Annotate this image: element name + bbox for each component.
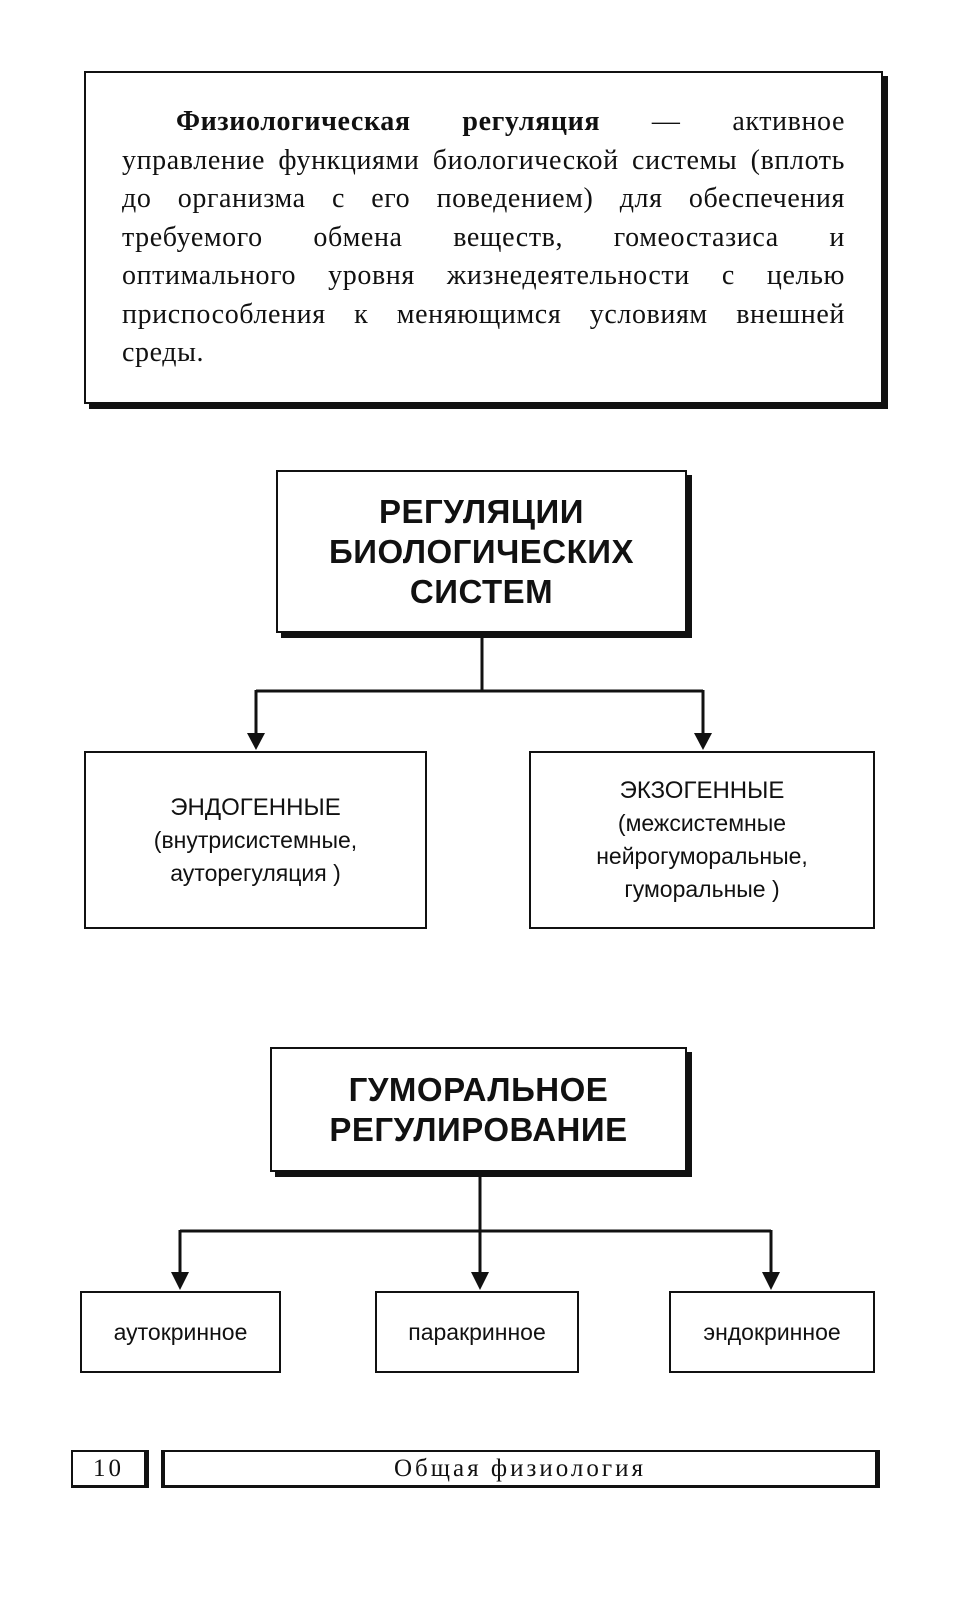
autocrine-box: аутокринное xyxy=(80,1291,281,1373)
endogenous-detail-line: ауторегуляция ) xyxy=(170,859,341,886)
paracrine-label: паракринное xyxy=(408,1318,546,1345)
exogenous-box: ЭКЗОГЕННЫЕ (межсистемные нейрогуморальны… xyxy=(529,751,875,929)
arrowhead-icon xyxy=(762,1272,780,1290)
autocrine-label: аутокринное xyxy=(113,1318,248,1345)
endogenous-box: ЭНДОГЕННЫЕ (внутрисистемные, ауторегуляц… xyxy=(84,751,427,929)
exogenous-detail-line: нейрогуморальные, xyxy=(596,843,808,869)
regulation-title-box: РЕГУЛЯЦИИ БИОЛОГИЧЕСКИХ СИСТЕМ xyxy=(276,470,687,633)
endocrine-box: эндокринное xyxy=(669,1291,875,1373)
regulation-title-line: БИОЛОГИЧЕСКИХ xyxy=(329,532,634,570)
humoral-title-line: ГУМОРАЛЬНОЕ xyxy=(348,1070,609,1108)
regulation-title: РЕГУЛЯЦИИ БИОЛОГИЧЕСКИХ СИСТЕМ xyxy=(329,492,634,612)
definition-box: Физиологическая регуляция — активное упр… xyxy=(84,71,883,404)
arrowhead-icon xyxy=(694,733,712,750)
endocrine-label: эндокринное xyxy=(703,1318,841,1345)
exogenous-detail-line: (межсистемные xyxy=(617,810,787,836)
page-number: 10 xyxy=(71,1450,149,1488)
humoral-title-box: ГУМОРАЛЬНОЕ РЕГУЛИРОВАНИЕ xyxy=(270,1047,687,1172)
humoral-title-line: РЕГУЛИРОВАНИЕ xyxy=(329,1110,628,1148)
arrowhead-icon xyxy=(247,733,265,750)
arrowhead-icon xyxy=(171,1272,189,1290)
paracrine-box: паракринное xyxy=(375,1291,579,1373)
endogenous-label: ЭНДОГЕННЫЕ xyxy=(170,793,341,821)
exogenous-label: ЭКЗОГЕННЫЕ xyxy=(619,777,785,804)
regulation-title-line: РЕГУЛЯЦИИ xyxy=(379,492,584,530)
exogenous-detail-line: гуморальные ) xyxy=(624,876,780,902)
definition-term: Физиологическая регуляция xyxy=(176,106,601,137)
running-title: Общая физиология xyxy=(161,1450,880,1488)
regulation-title-line: СИСТЕМ xyxy=(409,572,554,610)
definition-text: Физиологическая регуляция — активное упр… xyxy=(122,103,845,373)
definition-body: — активное управление функциями биологич… xyxy=(122,106,845,368)
arrowhead-icon xyxy=(471,1272,489,1290)
humoral-title: ГУМОРАЛЬНОЕ РЕГУЛИРОВАНИЕ xyxy=(329,1070,627,1150)
endogenous-detail-line: (внутрисистемные, xyxy=(153,826,358,853)
